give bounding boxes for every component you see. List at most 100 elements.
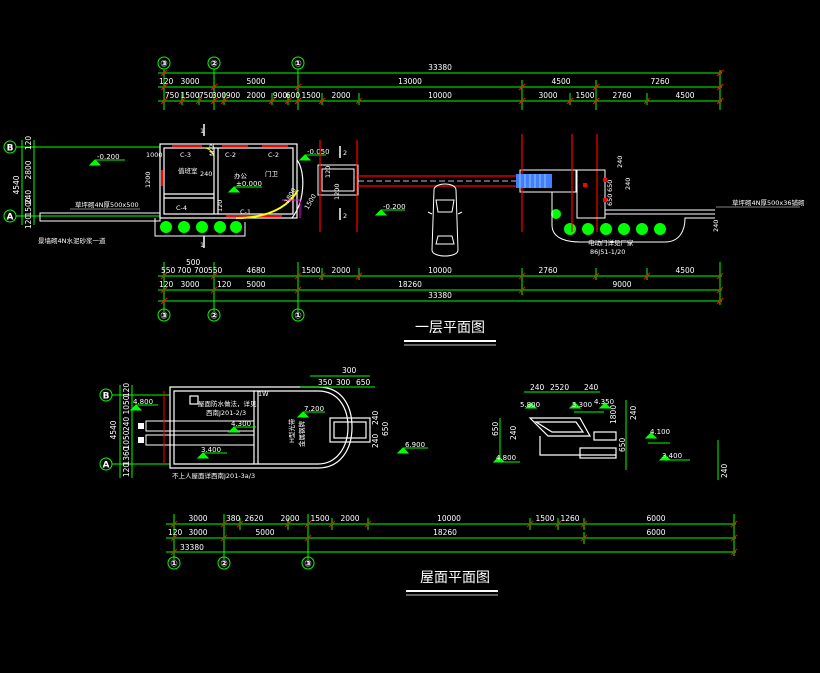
dim-text: 2520 [550, 383, 569, 392]
plan-title: 屋面平面图 [420, 570, 490, 586]
dim-text: 240 [624, 178, 632, 190]
roof-note: 不上人屋面详西南J201-3a/3 [172, 471, 255, 480]
section-mark-label: 2 [343, 149, 347, 157]
dim-text: 650 [618, 437, 627, 452]
dim-text: 4500 [675, 266, 694, 275]
dim-text: 1500 [24, 197, 33, 216]
dim-text: 3000 [538, 91, 557, 100]
dim-text: 240 [629, 405, 638, 420]
level-label: 4.350 [594, 398, 614, 406]
dim-text: 1500 [301, 91, 320, 100]
roof-top-dim-lines [300, 375, 375, 388]
dim-text: 900 [226, 91, 241, 100]
gate-motor [516, 174, 552, 188]
dim-total-top: 33380 [428, 63, 452, 72]
axis-label: A [103, 461, 110, 471]
dim-text: 4500 [551, 77, 570, 86]
dim-text: 18260 [398, 280, 422, 289]
dim-text: 240 [509, 425, 518, 440]
dim-text: 1500 [575, 91, 594, 100]
axis-label: B [103, 392, 110, 402]
dim-text: 650 [606, 180, 614, 192]
dim-text: 300 [212, 91, 227, 100]
dim-text: 3000 [180, 280, 199, 289]
level-label: 3.400 [662, 452, 682, 460]
dim-text: 18260 [433, 528, 457, 537]
dim-text: 1260 [560, 514, 579, 523]
dim-text: 10000 [437, 514, 461, 523]
roof-right-dims [499, 391, 719, 480]
dim-text: 5000 [246, 280, 265, 289]
axis-label: A [7, 213, 14, 223]
level-label: 5.300 [572, 401, 592, 409]
shrubs [160, 209, 666, 235]
dim-text: 2000 [340, 514, 359, 523]
roof-sign: H型光带 [287, 418, 296, 443]
dim-text: 240 [122, 417, 131, 432]
roof-axis-markers [99, 385, 170, 478]
axis-label: ③ [160, 312, 168, 322]
dim-text: 240 [616, 156, 624, 168]
roof-drain-markers [138, 423, 144, 443]
dim-text: 120 [24, 136, 33, 151]
section-mark-label: 2 [343, 212, 347, 220]
dim-text: 750 [199, 91, 214, 100]
dim-text: 13000 [398, 77, 422, 86]
dim-text: 120 [216, 200, 224, 212]
dim-text: 1050 [122, 430, 131, 449]
dim-text: 240 [24, 190, 33, 205]
dim-text: 3000 [188, 514, 207, 523]
window-tag: C-2 [268, 151, 279, 159]
plan-title: 一层平面图 [415, 320, 485, 336]
axis-label: ③ [160, 60, 168, 70]
level-label: 4.100 [650, 428, 670, 436]
dim-text: 240 [584, 383, 599, 392]
dim-text: 1800 [283, 187, 298, 205]
dim-text: 2000 [331, 266, 350, 275]
dim-text: 1500 [303, 193, 318, 211]
car-icon [427, 183, 463, 257]
level-label: -0.200 [383, 203, 406, 211]
door-swing [203, 147, 215, 159]
dim-text: 5000 [255, 528, 274, 537]
level-markers [88, 154, 405, 216]
guardhouse-walls [159, 143, 304, 219]
roof-level-markers [129, 404, 428, 459]
room-name: 值班室 [178, 166, 198, 175]
dim-text: 3000 [180, 77, 199, 86]
axis-label: ② [210, 60, 218, 70]
dim-text: 3000 [188, 528, 207, 537]
dim-text: 900 [273, 91, 288, 100]
dim-text: 2800 [24, 160, 33, 179]
bottom-axis-bubbles [157, 308, 305, 322]
roof-note: 西南J201-2/3 [206, 408, 246, 417]
roof-right-outline [528, 417, 617, 459]
level-label: 4.800 [133, 398, 153, 406]
dim-text: 4500 [675, 91, 694, 100]
dim-text: 240 [530, 383, 545, 392]
dim-text: 240 [200, 170, 212, 178]
dim-text: 120 [324, 166, 332, 178]
note-label: 草坪砌4N厚500x500 [75, 200, 139, 209]
dim-text: 240 [712, 220, 720, 232]
level-label: 3.400 [201, 446, 221, 454]
dim-text: 1500 [180, 91, 199, 100]
axis-label: ② [210, 312, 218, 322]
level-label: 4.300 [231, 420, 251, 428]
axis-label: B [7, 144, 14, 154]
top-dimension-ticks [160, 69, 724, 105]
dim-text: 120 [159, 280, 174, 289]
dim-text: 4680 [246, 266, 265, 275]
dim-text: 300 [342, 366, 357, 375]
axis-label: ① [294, 60, 302, 70]
dim-text: 650 [606, 194, 614, 206]
dim-text: 120 [217, 280, 232, 289]
level-label: -0.200 [97, 153, 120, 161]
dim-text: 550 [161, 266, 176, 275]
section-marks [203, 124, 341, 248]
top-axis-bubbles [157, 56, 305, 70]
axis-label: ① [294, 312, 302, 322]
dim-text: 500 [186, 258, 201, 267]
dim-text: 1000 [146, 151, 163, 159]
dim-text: 1200 [144, 171, 152, 188]
